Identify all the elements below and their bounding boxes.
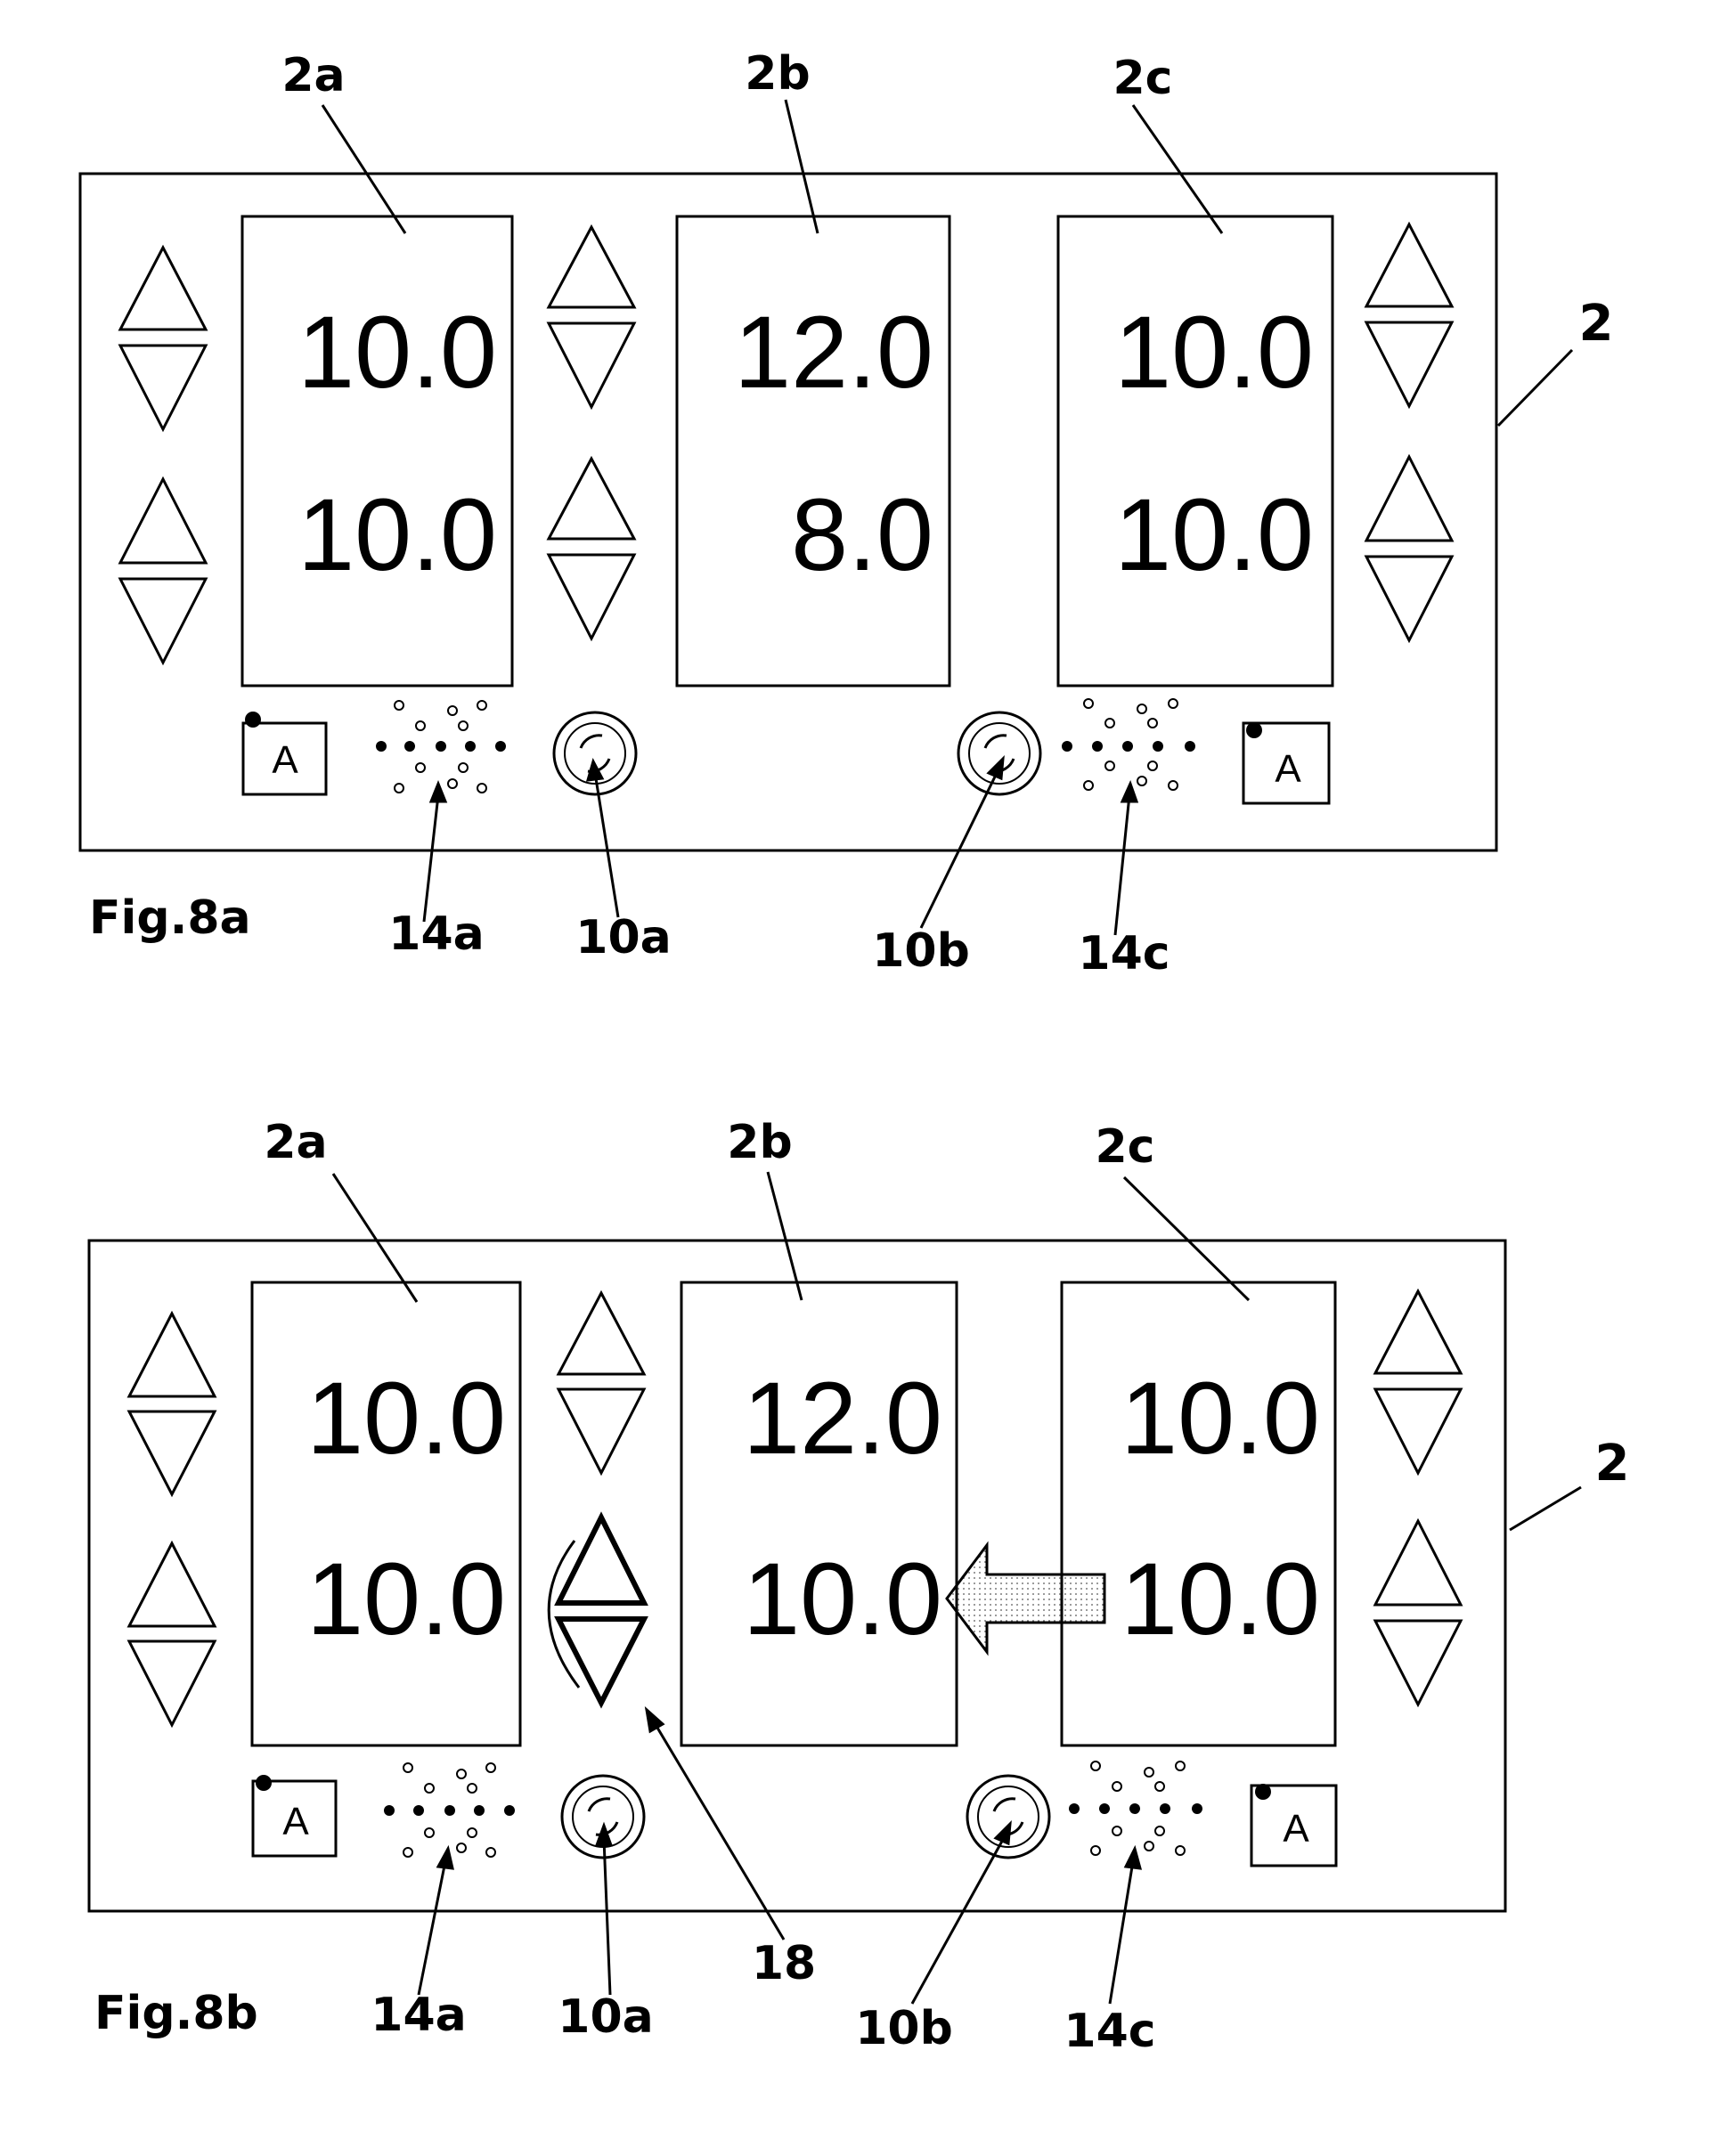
display-2a-bottom-value: 10.0 bbox=[297, 478, 497, 592]
display-2a bbox=[252, 1282, 520, 1745]
down-arrow-icon[interactable] bbox=[558, 1389, 644, 1473]
indicator-grille-left bbox=[384, 1763, 515, 1857]
label-panel: 2 bbox=[1595, 1435, 1630, 1493]
a-key-left[interactable]: A bbox=[253, 1775, 336, 1856]
down-arrow-icon[interactable] bbox=[129, 1641, 215, 1725]
label-14c: 14c bbox=[1078, 927, 1170, 980]
up-arrow-icon[interactable] bbox=[1375, 1521, 1461, 1605]
label-panel: 2 bbox=[1579, 295, 1614, 353]
transfer-arrow-icon bbox=[947, 1545, 1104, 1652]
figure-caption: Fig.8a bbox=[89, 891, 251, 945]
label-10b: 10b bbox=[855, 2002, 953, 2055]
display-2c bbox=[1062, 1282, 1335, 1745]
down-arrow-icon[interactable] bbox=[120, 346, 206, 429]
indicator-grille-right bbox=[1069, 1761, 1202, 1855]
down-arrow-icon[interactable] bbox=[549, 555, 634, 639]
display-2c-top-value: 10.0 bbox=[1114, 296, 1314, 410]
display-2c bbox=[1058, 216, 1333, 686]
label-10a: 10a bbox=[575, 911, 671, 964]
figure-8a: 10.0 10.0 12.0 8.0 10.0 10.0 A A bbox=[80, 47, 1613, 980]
label-2b: 2b bbox=[727, 1116, 792, 1169]
a-key-label: A bbox=[1275, 747, 1301, 791]
up-arrow-icon[interactable] bbox=[558, 1293, 644, 1374]
display-2a bbox=[242, 216, 512, 686]
label-10b: 10b bbox=[872, 924, 970, 978]
display-2b-top-value: 12.0 bbox=[734, 296, 933, 410]
label-14c: 14c bbox=[1064, 2005, 1155, 2058]
indicator-grille-right bbox=[1062, 699, 1195, 790]
display-2a-bottom-value: 10.0 bbox=[306, 1542, 506, 1656]
display-2c-bottom-value: 10.0 bbox=[1114, 478, 1314, 592]
label-2c: 2c bbox=[1113, 52, 1172, 105]
up-arrow-icon[interactable] bbox=[1366, 457, 1452, 541]
display-2b-bottom-value: 8.0 bbox=[791, 478, 933, 592]
label-2a: 2a bbox=[281, 49, 345, 102]
a-key-right[interactable]: A bbox=[1243, 722, 1329, 803]
display-2b-bottom-value: 10.0 bbox=[743, 1542, 942, 1656]
up-arrow-icon[interactable] bbox=[1375, 1291, 1461, 1373]
down-arrow-icon[interactable] bbox=[1375, 1621, 1461, 1704]
indicator-grille-left bbox=[376, 701, 506, 793]
label-2b: 2b bbox=[745, 47, 810, 101]
indicator-dot bbox=[1246, 722, 1262, 738]
down-arrow-icon[interactable] bbox=[1366, 557, 1452, 640]
up-arrow-icon[interactable] bbox=[120, 248, 206, 330]
up-arrow-icon[interactable] bbox=[549, 459, 634, 539]
up-arrow-icon[interactable] bbox=[120, 479, 206, 563]
a-key-label: A bbox=[272, 738, 298, 782]
label-14a: 14a bbox=[371, 1989, 466, 2042]
down-arrow-icon[interactable] bbox=[129, 1412, 215, 1494]
rotary-knob-right[interactable] bbox=[958, 712, 1040, 794]
label-10a: 10a bbox=[558, 1990, 653, 2044]
indicator-dot bbox=[1255, 1784, 1271, 1800]
display-2c-top-value: 10.0 bbox=[1121, 1362, 1320, 1476]
figure-caption: Fig.8b bbox=[94, 1987, 258, 2040]
label-14a: 14a bbox=[388, 907, 484, 961]
a-key-label: A bbox=[1283, 1807, 1309, 1851]
indicator-dot bbox=[256, 1775, 272, 1791]
display-2b bbox=[681, 1282, 957, 1745]
up-arrow-icon[interactable] bbox=[1366, 224, 1452, 306]
down-arrow-icon-active[interactable] bbox=[558, 1619, 644, 1703]
down-arrow-icon[interactable] bbox=[120, 579, 206, 663]
up-arrow-icon[interactable] bbox=[549, 227, 634, 307]
motion-arc bbox=[549, 1541, 579, 1688]
up-arrow-icon[interactable] bbox=[129, 1543, 215, 1626]
display-2a-top-value: 10.0 bbox=[297, 296, 497, 410]
up-arrow-icon-active[interactable] bbox=[558, 1517, 644, 1603]
rotary-knob-right[interactable] bbox=[967, 1776, 1049, 1858]
a-key-label: A bbox=[282, 1800, 309, 1843]
up-arrow-icon[interactable] bbox=[129, 1314, 215, 1396]
figure-8b: 10.0 10.0 12.0 10.0 10.0 10.0 A bbox=[89, 1116, 1629, 2058]
display-2b-top-value: 12.0 bbox=[743, 1362, 942, 1476]
display-2c-bottom-value: 10.0 bbox=[1121, 1542, 1320, 1656]
indicator-dot bbox=[245, 712, 261, 728]
display-2b bbox=[677, 216, 950, 686]
a-key-left[interactable]: A bbox=[243, 712, 326, 794]
down-arrow-icon[interactable] bbox=[1375, 1389, 1461, 1473]
rotary-knob-left[interactable] bbox=[554, 712, 636, 794]
display-2a-top-value: 10.0 bbox=[306, 1362, 506, 1476]
label-2c: 2c bbox=[1095, 1120, 1154, 1174]
down-arrow-icon[interactable] bbox=[1366, 322, 1452, 406]
label-2a: 2a bbox=[264, 1116, 327, 1169]
a-key-right[interactable]: A bbox=[1251, 1784, 1336, 1866]
label-18: 18 bbox=[752, 1937, 816, 1990]
down-arrow-icon[interactable] bbox=[549, 323, 634, 407]
